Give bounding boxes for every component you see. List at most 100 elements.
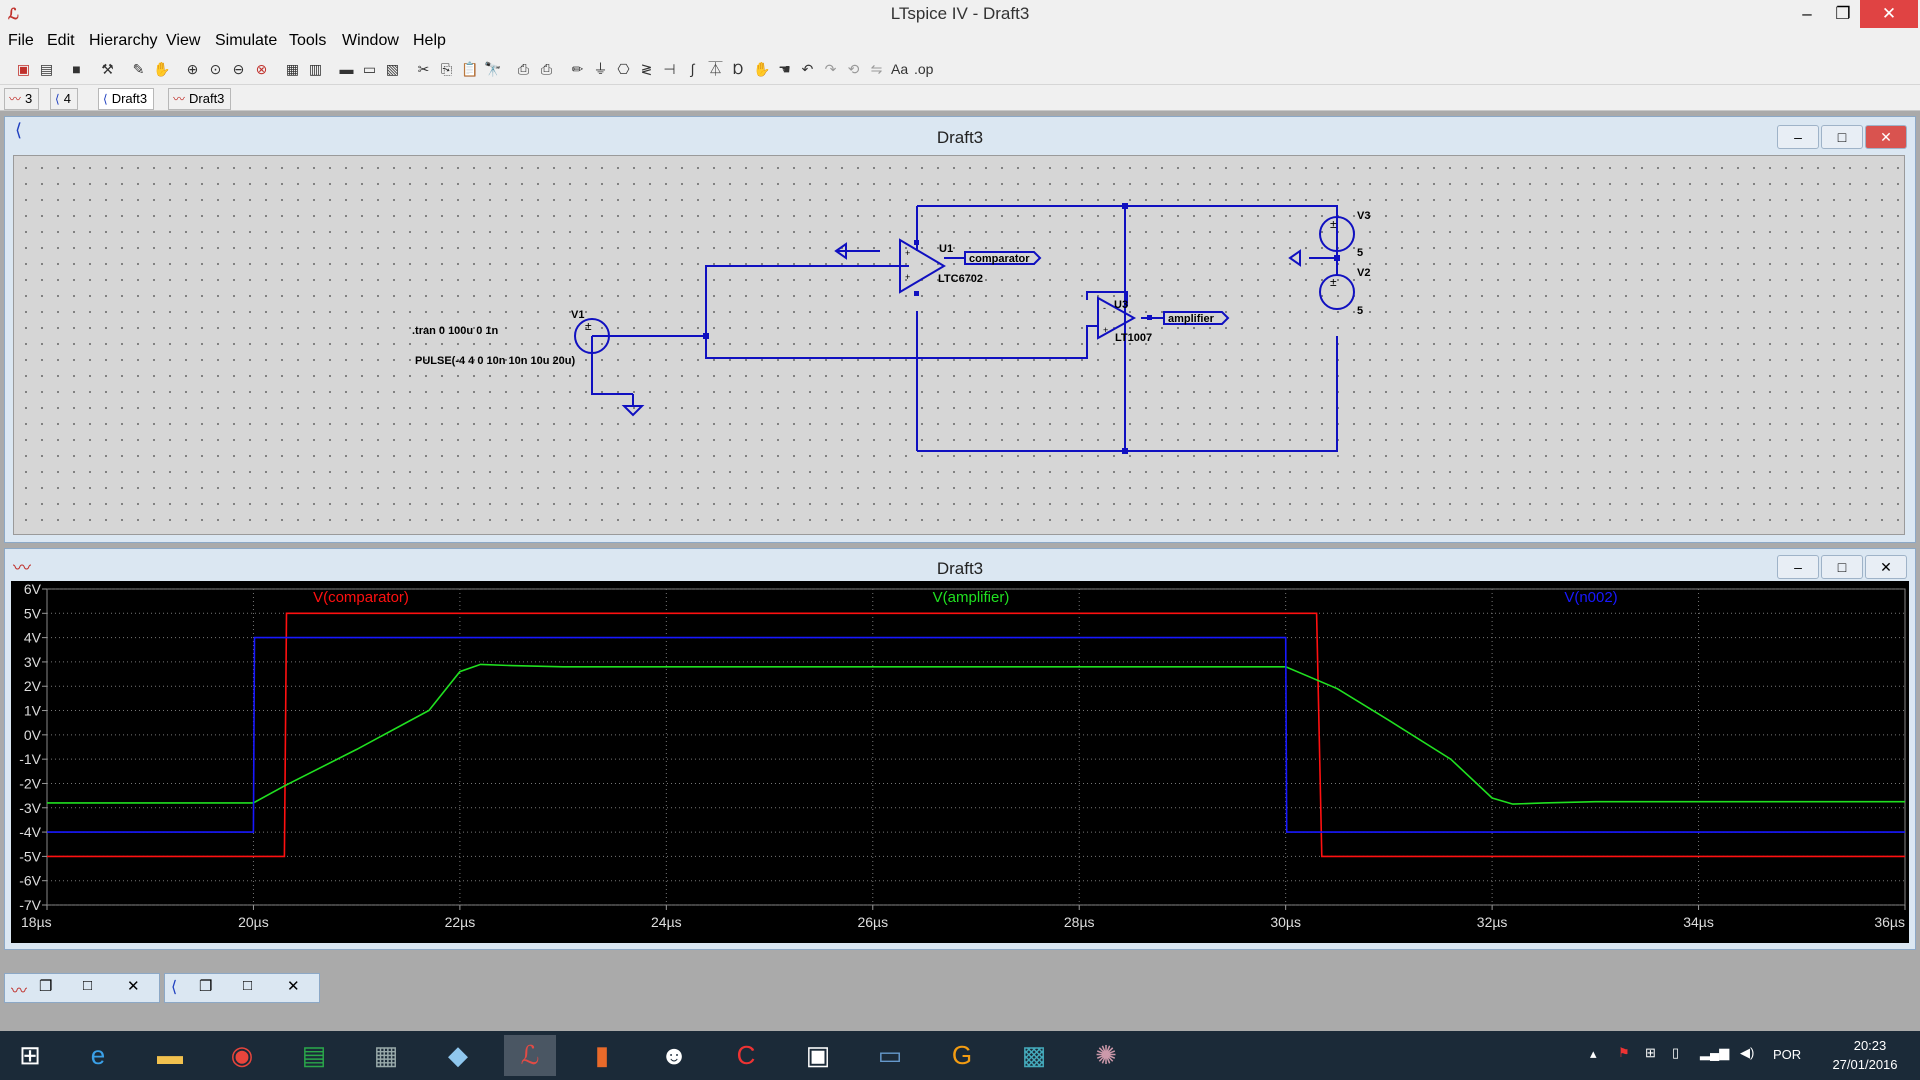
label-net-icon[interactable]: ⎔ (617, 61, 630, 77)
capacitor-icon[interactable]: ⊣ (663, 61, 676, 77)
draw-wire-icon[interactable]: ✏ (571, 61, 584, 77)
close-icon[interactable]: ✕ (127, 978, 140, 995)
zoom-in-icon[interactable]: ⊕ (186, 61, 199, 77)
minimized-waveform-window[interactable]: 〰 ❐ □ ✕ (4, 973, 160, 1003)
maximize-icon[interactable]: □ (243, 977, 253, 994)
copy-icon[interactable]: ⎘ (440, 61, 453, 77)
office-app-icon[interactable]: ▮ (594, 1040, 610, 1070)
component-icon[interactable]: Ɒ (733, 61, 744, 77)
v3-label[interactable]: V3 (1357, 210, 1370, 222)
ground-icon[interactable]: ⏚ (593, 61, 608, 77)
menu-file[interactable]: File (8, 32, 34, 49)
clock-date[interactable]: 27/01/2016 (1832, 1057, 1898, 1072)
v1-label[interactable]: V1 (571, 309, 584, 321)
schematic-canvas[interactable]: ± ± ± + + - + .tran 0 100u 0 1n PULSE(-4… (13, 155, 1905, 535)
chrome-icon[interactable]: ◉ (230, 1040, 254, 1070)
control-panel-icon[interactable]: ⚒ (101, 61, 114, 77)
v3-value[interactable]: 5 (1357, 247, 1363, 259)
trace-v-amplifier-[interactable] (47, 663, 1905, 805)
u3-model[interactable]: LT1007 (1115, 332, 1152, 344)
cut-icon[interactable]: ✂ (417, 61, 430, 77)
menu-simulate[interactable]: Simulate (215, 32, 278, 49)
network-icon[interactable]: ▂▄▆ (1700, 1045, 1730, 1060)
photo-viewer-icon[interactable]: ▭ (877, 1040, 903, 1070)
maximize-icon[interactable]: □ (83, 977, 93, 994)
waveform-minimize-button[interactable]: – (1777, 555, 1819, 579)
waveform-fit-icon[interactable]: ▥ (308, 61, 323, 77)
paste-icon[interactable]: 📋 (461, 61, 479, 77)
text-icon[interactable]: Aa (891, 61, 909, 77)
mirror-icon[interactable]: ⇋ (870, 61, 883, 77)
pdf-app-icon[interactable]: G (951, 1040, 973, 1070)
zoom-fit-icon[interactable]: ⊗ (255, 61, 268, 77)
diode-icon[interactable]: ⏄ (708, 61, 723, 77)
autorange-icon[interactable]: ▦ (285, 61, 300, 77)
schematic-minimize-button[interactable]: – (1777, 125, 1819, 149)
waveform-close-button[interactable]: ✕ (1865, 555, 1907, 579)
print-preview-icon[interactable]: ⎙ (517, 61, 530, 77)
trace-v-comparator-[interactable] (47, 612, 1905, 858)
file-explorer-icon[interactable]: ▬ (157, 1040, 183, 1070)
comparator-net-label[interactable]: comparator (969, 253, 1030, 265)
restore-icon[interactable]: ❐ (39, 978, 53, 995)
menu-edit[interactable]: Edit (47, 32, 75, 49)
open-icon[interactable]: ▤ (39, 61, 54, 77)
tran-directive[interactable]: .tran 0 100u 0 1n (412, 325, 498, 337)
internet-explorer-icon[interactable]: e (90, 1040, 106, 1070)
restore-button[interactable]: ❐ (1835, 4, 1851, 23)
tab-waveform-draft3[interactable]: 〰Draft3 (168, 88, 232, 110)
cascade-icon[interactable]: ▧ (385, 61, 400, 77)
amplifier-net-label[interactable]: amplifier (1168, 313, 1215, 325)
spice-directive-icon[interactable]: .op (914, 61, 934, 77)
ltspice-taskbar-icon[interactable]: ℒ (504, 1035, 556, 1076)
start-windows-icon[interactable]: ⊞ (19, 1040, 41, 1070)
v1-value[interactable]: PULSE(-4 4 0 10n 10n 10u 20u) (415, 355, 576, 367)
menu-view[interactable]: View (166, 32, 201, 49)
v2-label[interactable]: V2 (1357, 267, 1370, 279)
new-schematic-icon[interactable]: ▣ (16, 61, 31, 77)
close-icon[interactable]: ✕ (287, 978, 300, 995)
minimize-button[interactable]: – (1802, 4, 1812, 23)
store-icon[interactable]: ▤ (301, 1040, 327, 1070)
save-icon[interactable]: ■ (72, 61, 81, 77)
menu-help[interactable]: Help (413, 32, 446, 49)
menu-hierarchy[interactable]: Hierarchy (89, 32, 158, 49)
trace-v-n002-[interactable] (47, 636, 1905, 833)
close-button[interactable]: ✕ (1860, 0, 1918, 28)
move-icon[interactable]: ✋ (753, 61, 771, 77)
legend-label[interactable]: V(comparator) (313, 589, 409, 606)
rotate-icon[interactable]: ⟲ (847, 61, 860, 77)
tray-arrow-icon[interactable]: ▴ (1590, 1046, 1597, 1061)
find-icon[interactable]: 🔭 (484, 61, 502, 77)
pan-icon[interactable]: ⊙ (209, 61, 222, 77)
tab-waveform-3[interactable]: 〰3 (4, 88, 40, 110)
tray-flag-icon[interactable]: ⚑ (1618, 1045, 1630, 1060)
tab-schematic-4[interactable]: ⟨4 (50, 88, 78, 110)
resistor-icon[interactable]: ≷ (640, 61, 653, 77)
tile-horizontal-icon[interactable]: ▬ (339, 61, 354, 77)
alien-app-icon[interactable]: ☻ (660, 1040, 688, 1070)
clock-time[interactable]: 20:23 (1853, 1038, 1887, 1053)
tile-vertical-icon[interactable]: ▭ (362, 61, 377, 77)
u1-label[interactable]: U1 (939, 243, 953, 255)
volume-icon[interactable]: ◀) (1740, 1045, 1755, 1060)
tab-schematic-draft3[interactable]: ⟨Draft3 (98, 88, 155, 110)
ccleaner-icon[interactable]: C (736, 1040, 756, 1070)
undo-icon[interactable]: ↶ (801, 61, 814, 77)
menu-tools[interactable]: Tools (289, 32, 327, 49)
u3-label[interactable]: U3 (1114, 299, 1128, 311)
redo-icon[interactable]: ↷ (824, 61, 837, 77)
photos-icon[interactable]: ▩ (1021, 1040, 1047, 1070)
language-indicator[interactable]: POR (1773, 1047, 1802, 1062)
drag-icon[interactable]: ☚ (778, 61, 791, 77)
u1-model[interactable]: LTC6702 (938, 273, 983, 285)
tray-windows-icon[interactable]: ⊞ (1645, 1045, 1656, 1060)
schematic-maximize-button[interactable]: □ (1821, 125, 1863, 149)
waveform-maximize-button[interactable]: □ (1821, 555, 1863, 579)
legend-label[interactable]: V(n002) (1564, 589, 1617, 606)
zoom-out-icon[interactable]: ⊖ (232, 61, 245, 77)
clipboard-app-icon[interactable]: ▣ (805, 1040, 831, 1070)
legend-label[interactable]: V(amplifier) (933, 589, 1010, 606)
